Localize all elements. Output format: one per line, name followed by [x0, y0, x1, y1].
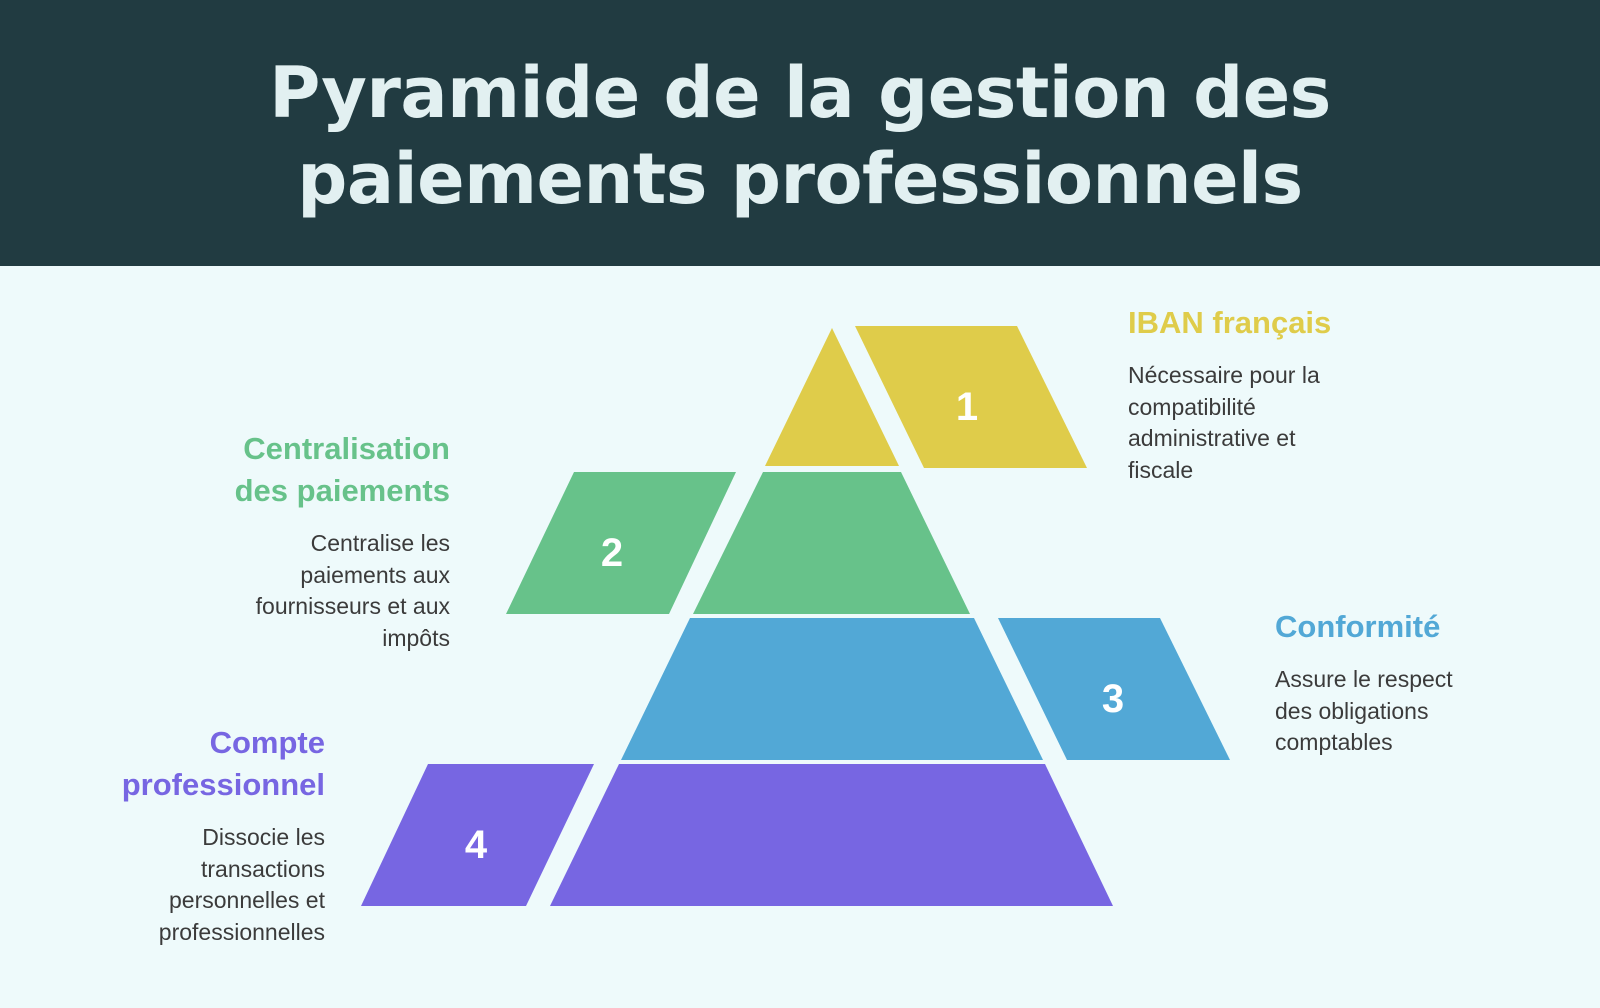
level-1-title: IBAN français — [1128, 305, 1332, 340]
level-3-number: 3 — [1102, 677, 1124, 721]
level-2-description-line: fournisseurs et aux — [255, 593, 450, 619]
level-3-title: Conformité — [1275, 609, 1441, 644]
level-4-description: Dissocie les transactions personnelles e… — [0, 822, 325, 948]
level-3-text: Conformité Assure le respect des obligat… — [1275, 606, 1600, 759]
tab-level-3 — [998, 618, 1230, 760]
level-4-title-line: Compte — [209, 725, 325, 760]
level-3-description: Assure le respect des obligations compta… — [1275, 664, 1600, 759]
level-4-text: Compte professionnel Dissocie les transa… — [0, 722, 325, 948]
pyramid-level-1 — [765, 328, 899, 466]
level-1-description: Nécessaire pour la compatibilité adminis… — [1128, 360, 1488, 486]
level-1-number: 1 — [956, 385, 978, 429]
level-2-description-line: impôts — [382, 624, 450, 651]
level-4-description-line: professionnelles — [158, 918, 325, 945]
level-2-description-line: paiements aux — [300, 561, 450, 588]
level-1-text: IBAN français Nécessaire pour la compati… — [1128, 302, 1488, 486]
tab-level-4 — [361, 764, 594, 906]
level-1-description-line: administrative et — [1128, 425, 1296, 451]
level-3-description-line: comptables — [1275, 729, 1393, 755]
level-2-title: Centralisation des paiements — [90, 428, 450, 512]
pyramid-level-4 — [550, 764, 1113, 906]
level-2-title-line: Centralisation — [243, 431, 450, 466]
tab-level-1 — [855, 326, 1087, 468]
level-4-title: Compte professionnel — [0, 722, 325, 806]
header-banner: Pyramide de la gestion des paiements pro… — [0, 0, 1600, 266]
level-2-title-line: des paiements — [234, 473, 450, 508]
pyramid-level-3 — [621, 618, 1043, 760]
level-2-description-line: Centralise les — [310, 530, 450, 556]
page-title-line-2: paiements professionnels — [297, 138, 1303, 220]
page-title: Pyramide de la gestion des paiements pro… — [0, 50, 1600, 222]
level-2-text: Centralisation des paiements Centralise … — [90, 428, 450, 654]
pyramid-level-2 — [693, 472, 970, 614]
level-4-description-line: Dissocie les — [202, 824, 325, 850]
level-4-number: 4 — [465, 823, 488, 867]
level-1-description-line: compatibilité — [1128, 393, 1256, 420]
level-4-title-line: professionnel — [121, 767, 325, 802]
level-3-description-line: des obligations — [1275, 697, 1429, 724]
level-4-description-line: personnelles et — [169, 887, 325, 913]
level-1-description-line: Nécessaire pour la — [1128, 362, 1320, 388]
level-2-number: 2 — [601, 531, 623, 575]
level-1-description-line: fiscale — [1128, 456, 1194, 483]
tab-level-2 — [506, 472, 736, 614]
page-title-line-1: Pyramide de la gestion des — [269, 52, 1331, 134]
level-3-description-line: Assure le respect — [1275, 666, 1453, 692]
level-2-description: Centralise les paiements aux fournisseur… — [90, 528, 450, 654]
level-4-description-line: transactions — [200, 855, 325, 882]
